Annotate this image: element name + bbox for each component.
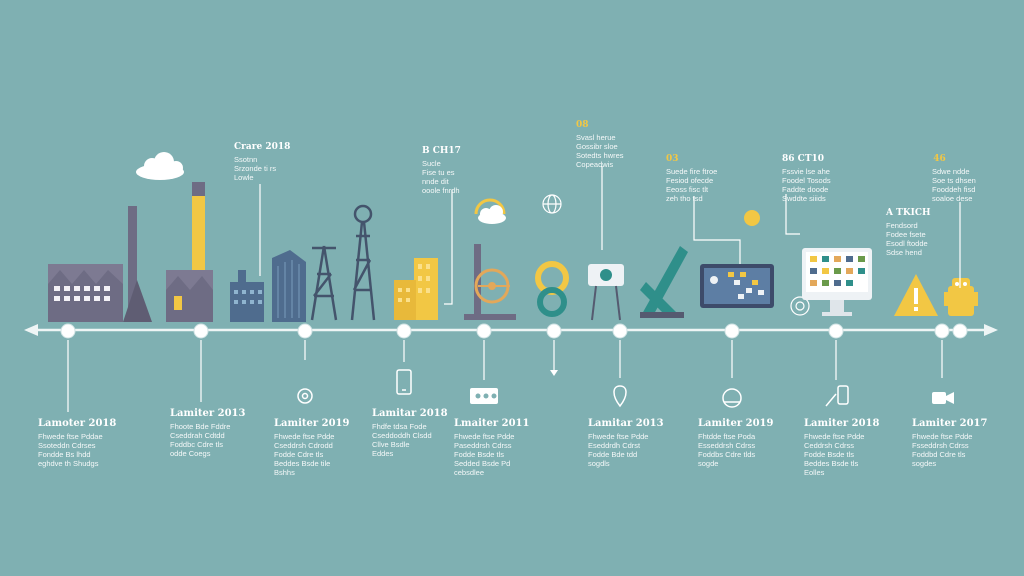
camera-tripod-icon <box>588 264 624 321</box>
bottom-label: Lamiter 2019 Fhtdde ftse Poda Esseddrsh … <box>698 418 774 468</box>
timeline-node <box>297 323 313 339</box>
top-label: B CH17 Sucle Fise tu es nnde dit ooole f… <box>422 146 461 195</box>
arrow-down-icon <box>550 370 558 376</box>
robotic-arm-icon <box>640 246 688 318</box>
sun-icon <box>744 210 760 226</box>
timeline-node <box>193 323 209 339</box>
gear-small-icon <box>297 388 313 404</box>
top-connector-lines <box>259 166 961 305</box>
oil-derrick-icon <box>310 245 338 321</box>
factory-building-icon <box>48 206 152 322</box>
timeline-node <box>724 323 740 339</box>
monitor-apps-icon <box>700 264 774 308</box>
clock-icon <box>722 388 742 408</box>
top-label: 03 Suede fire ftroe Fesiod ofecde Eeoss … <box>666 154 718 203</box>
timeline-nodes <box>60 323 968 339</box>
desktop-computer-icon <box>802 248 872 316</box>
timeline-node <box>612 323 628 339</box>
bottom-connector-lines <box>67 340 943 412</box>
timeline-node <box>952 323 968 339</box>
robot-icon <box>944 278 978 316</box>
timeline-node <box>60 323 76 339</box>
bottom-label: Lamoter 2018 Fhwede ftse Pddae Ssoteddn … <box>38 418 117 468</box>
bottom-label: Lamiter 2018 Fhwede ftse Pdde Ceddrsh Cd… <box>804 418 880 477</box>
top-label: 86 CT10 Fssvie lse ahe Foodel Tosods Fad… <box>782 154 831 203</box>
gear-icon <box>790 296 810 316</box>
top-label: 46 Sdwe ndde Soe ts dhsen Fooddeh fisd s… <box>932 154 976 203</box>
timeline-node <box>546 323 562 339</box>
location-pin-icon <box>613 385 627 408</box>
timeline-node <box>934 323 950 339</box>
top-label: A TKICH Fendsord Fodee fsete Esodl ftodd… <box>886 208 931 257</box>
bottom-label: Lamitar 2018 Fhdfe tdsa Fode Cseddoddh C… <box>372 408 448 458</box>
bottom-label: Lamiter 2017 Fhwede ftse Pdde Fsseddrsh … <box>912 418 988 468</box>
chimney-factory-icon <box>166 182 213 322</box>
lab-instrument-icon <box>464 244 516 320</box>
bottom-label: Lamitar 2013 Fhwede ftse Pdde Eseddrdh C… <box>588 418 664 468</box>
rainbow-cloud-icon <box>474 198 506 224</box>
mobile-wrench-icon <box>825 385 849 407</box>
link-rings-icon <box>535 261 569 317</box>
timeline-node <box>828 323 844 339</box>
timeline-node <box>476 323 492 339</box>
top-label: Crare 2018 Ssotnn Srzonde ti rs Lowle <box>234 142 291 182</box>
smartphone-icon <box>396 369 412 395</box>
top-label: 08 Svasl herue Gossibr sloe Sotedts hwre… <box>576 120 624 169</box>
bottom-label: Lamiter 2013 Fhoote Bde Fddre Cseddrah C… <box>170 408 246 458</box>
timeline-axis <box>24 324 998 336</box>
city-block-icon <box>230 270 264 322</box>
cloud-icon <box>136 152 184 180</box>
camera-icon <box>932 392 954 404</box>
yellow-buildings-icon <box>394 258 438 320</box>
bottom-label: Lmaiter 2011 Fhwede ftse Pdde Paseddrsh … <box>454 418 530 477</box>
bottom-label: Lamiter 2019 Fhwede ftse Pdde Cseddrsh C… <box>274 418 350 477</box>
globe-icon <box>542 194 562 214</box>
timeline-node <box>396 323 412 339</box>
office-tower-icon <box>272 250 306 322</box>
warning-triangle-icon <box>894 274 938 316</box>
film-strip-icon <box>470 388 498 404</box>
transmission-tower-icon <box>350 204 376 321</box>
